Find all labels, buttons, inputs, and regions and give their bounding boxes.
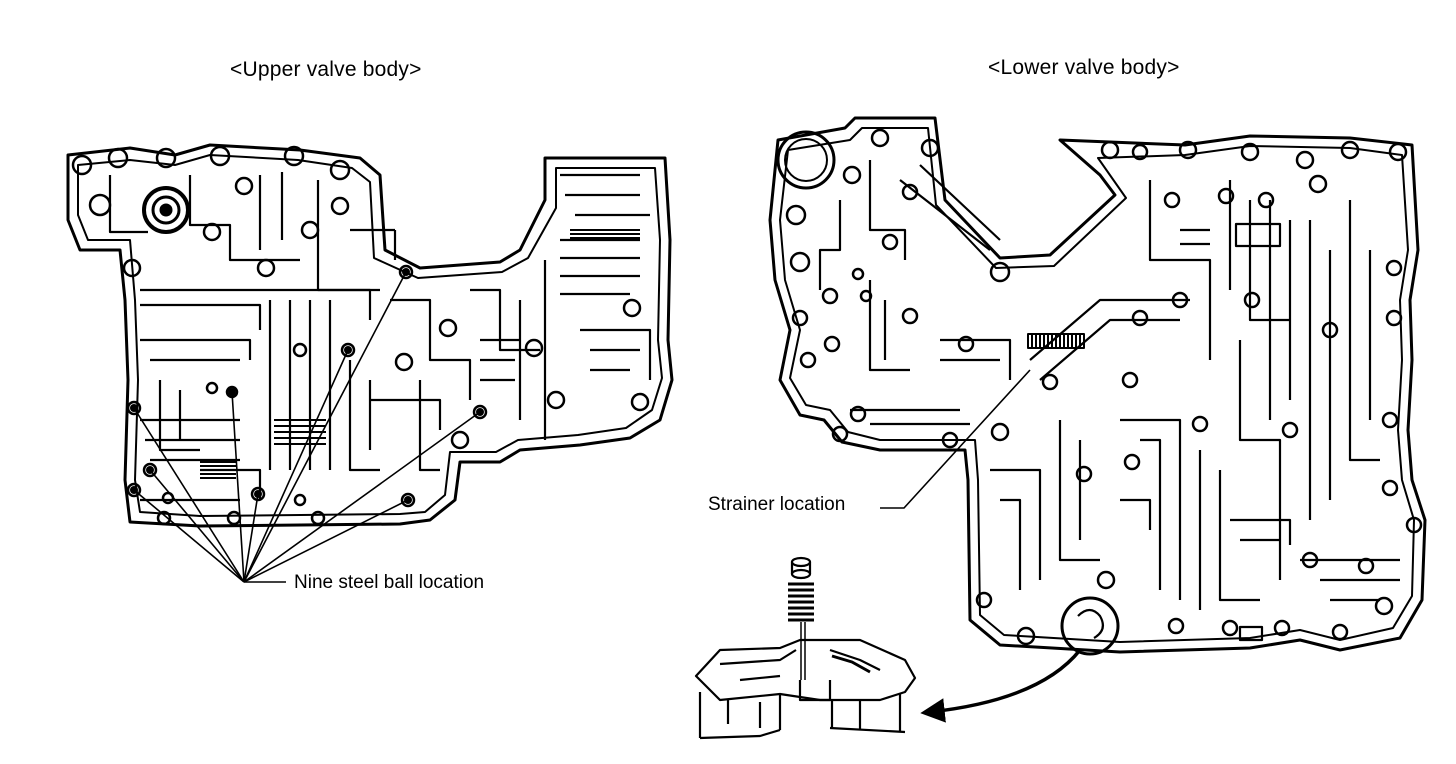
upper-body-outline [66, 143, 674, 528]
lower-body-outline [768, 116, 1427, 654]
upper-valve-body-title: <Upper valve body> [230, 58, 422, 81]
steel-ball-markers [130, 268, 484, 504]
upper-valve-body [66, 143, 674, 583]
nine-steel-ball-location-label: Nine steel ball location [294, 572, 485, 593]
strainer-location-label: Strainer location [708, 494, 846, 515]
strainer-detail-circle [1060, 596, 1120, 656]
lower-valve-body [768, 116, 1427, 656]
steel-ball-leader-lines [133, 271, 481, 583]
strainer-hatch [1027, 333, 1085, 349]
detail-arrow [920, 648, 1082, 723]
strainer-leader-line [880, 369, 1031, 509]
strainer-detail-view [694, 556, 1082, 740]
lower-valve-body-title: <Lower valve body> [988, 56, 1180, 79]
